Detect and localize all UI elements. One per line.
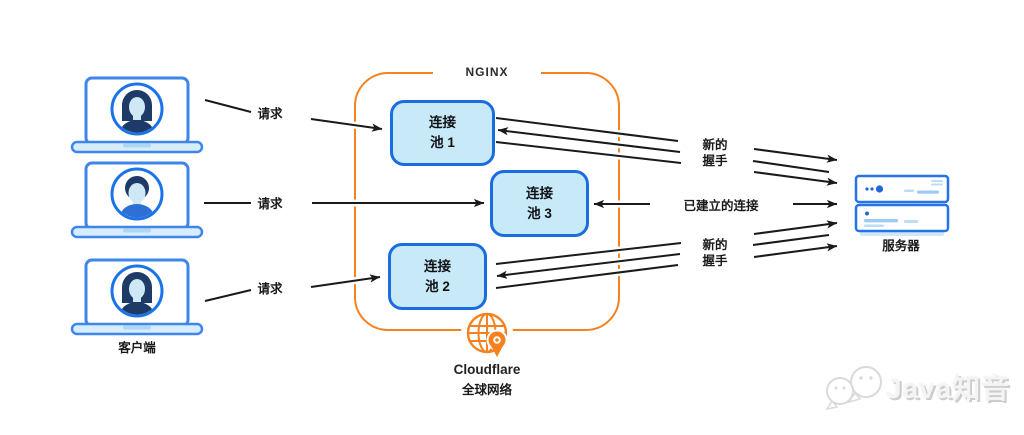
handshake-label-bottom: 新的 握手 (685, 237, 745, 269)
nginx-label: NGINX (433, 65, 541, 80)
cloudflare-network-caption: 全球网络 (461, 383, 512, 397)
handshake-label-top: 新的 握手 (685, 137, 745, 169)
request-label-1: 请求 (257, 107, 283, 121)
server-caption: 服务器 (882, 239, 920, 253)
laptop-client-3 (72, 260, 202, 334)
cloudflare-name: Cloudflare (453, 362, 521, 377)
cloudflare-globe-pin-icon (461, 307, 513, 359)
established-connection-label: 已建立的连接 (683, 199, 759, 213)
request-label-3: 请求 (257, 282, 283, 296)
handshake-top-line1: 新的 (702, 138, 728, 152)
handshake-bottom-line1: 新的 (702, 238, 728, 252)
wechat-smiley-bubbles-icon (825, 366, 882, 411)
clients-caption: 客户端 (118, 341, 156, 355)
request-label-2: 请求 (257, 197, 283, 211)
watermark: Java知音 (824, 362, 1010, 412)
pool-1-label-line2: 池 1 (430, 135, 455, 150)
pool-2-label-line1: 连接 (424, 258, 451, 274)
connection-pool-3: 连接 池 3 (490, 170, 589, 237)
laptop-client-1 (72, 78, 202, 152)
pool-1-label-line1: 连接 (429, 115, 456, 131)
handshake-top-line2: 握手 (702, 154, 728, 168)
pool-2-label-line2: 池 2 (425, 278, 450, 294)
connection-pool-1: 连接 池 1 (390, 100, 495, 166)
pool-3-label-line1: 连接 (526, 185, 553, 201)
watermark-text: Java知音 (886, 373, 1011, 404)
pool-3-label-line2: 池 3 (527, 205, 552, 221)
server-rack-icon (854, 174, 950, 236)
laptop-client-2 (72, 163, 202, 237)
handshake-bottom-line2: 握手 (702, 254, 728, 268)
connection-pool-2: 连接 池 2 (388, 243, 487, 310)
